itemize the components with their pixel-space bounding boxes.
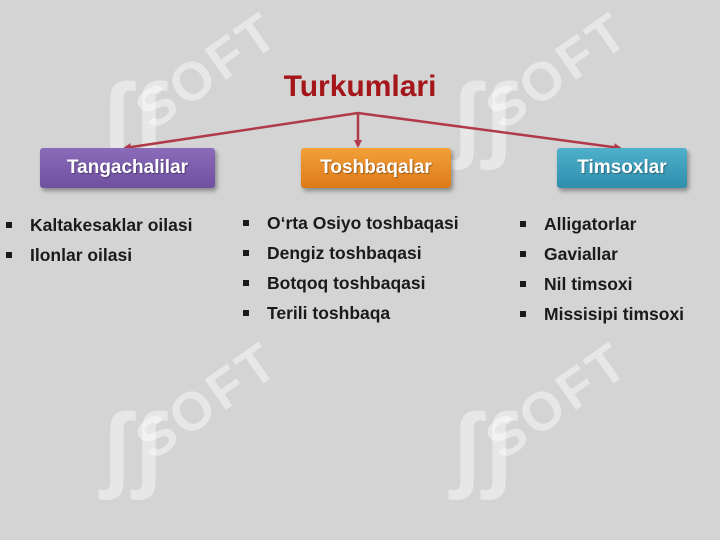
watermark-logo-icon: ʃʃ [450,394,514,501]
list-item: O‘rta Osiyo toshbaqasi [241,208,459,238]
watermark-logo-icon: ʃʃ [100,394,164,501]
list-tangachalilar: Kaltakesaklar oilasi Ilonlar oilasi [4,210,192,270]
list-item-label: Dengiz toshbaqasi [267,243,422,263]
bullet-icon [243,220,249,226]
bullet-icon [520,311,526,317]
list-item-label: Missisipi timsoxi [544,304,685,324]
list-item: Nil timsoxi [518,269,684,299]
list-item: Missisipi timsoxi [518,299,684,329]
list-item-label: Nil timsoxi [544,274,633,294]
list-item-label: O‘rta Osiyo toshbaqasi [267,213,459,233]
list-item-label: Alligatorlar [544,214,637,234]
bullet-icon [520,281,526,287]
watermark-logo-icon: ʃʃ [450,64,514,171]
arrow-to-tangachalilar [123,111,359,152]
bullet-icon [243,310,249,316]
list-timsoxlar: Alligatorlar Gaviallar Nil timsoxi Missi… [518,209,684,329]
list-item: Dengiz toshbaqasi [241,238,459,268]
list-item-label: Ilonlar oilasi [30,245,133,265]
bullet-icon [6,252,12,258]
list-item: Kaltakesaklar oilasi [4,210,192,240]
list-item: Gaviallar [518,239,684,269]
bullet-icon [243,280,249,286]
list-item: Alligatorlar [518,209,684,239]
category-box-timsoxlar: Timsoxlar [557,148,687,188]
list-item-label: Gaviallar [544,244,618,264]
bullet-icon [243,250,249,256]
category-box-tangachalilar: Tangachalilar [40,148,215,188]
list-item: Terili toshbaqa [241,298,459,328]
category-box-toshbaqalar: Toshbaqalar [301,148,451,188]
list-item: Botqoq toshbaqasi [241,268,459,298]
bullet-icon [520,251,526,257]
list-item-label: Botqoq toshbaqasi [267,273,426,293]
arrow-to-timsoxlar [357,111,622,152]
list-item-label: Kaltakesaklar oilasi [30,215,193,235]
bullet-icon [6,222,12,228]
bullet-icon [520,221,526,227]
list-item: Ilonlar oilasi [4,240,192,270]
diagram-title: Turkumlari [283,70,437,103]
list-toshbaqalar: O‘rta Osiyo toshbaqasi Dengiz toshbaqasi… [241,208,459,328]
list-item-label: Terili toshbaqa [267,303,391,323]
